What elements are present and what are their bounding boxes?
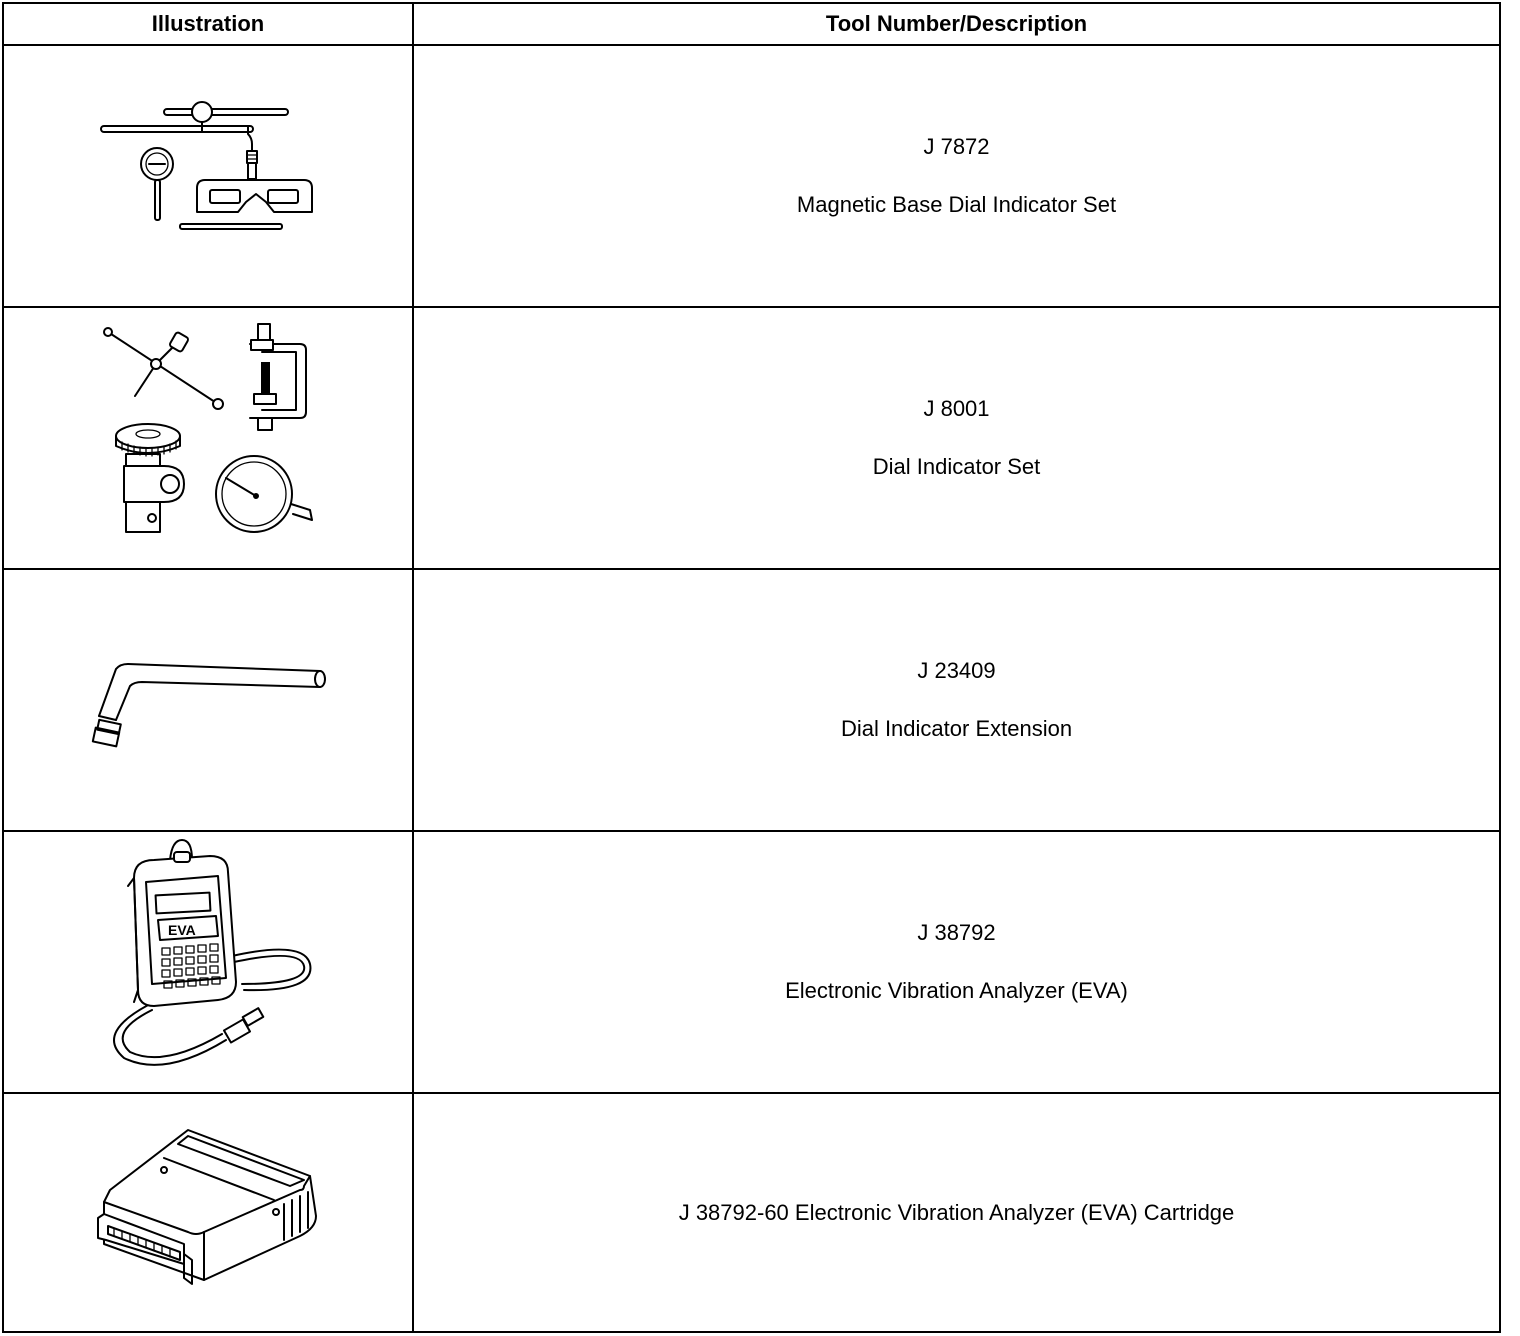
tool-number: J 38792-60 Electronic Vibration Analyzer…	[678, 1199, 1235, 1225]
table-row: J 8001 Dial Indicator Set	[4, 308, 1499, 570]
tool-description: Dial Indicator Extension	[840, 716, 1073, 741]
magnetic-base-dial-indicator-set-icon	[100, 101, 313, 230]
table-header: Illustration Tool Number/Description	[4, 4, 1499, 46]
header-tool-number-description: Tool Number/Description	[825, 11, 1088, 36]
description-cell: J 38792-60 Electronic Vibration Analyzer…	[414, 1094, 1499, 1331]
column-divider	[412, 4, 414, 1331]
description-cell: J 7872 Magnetic Base Dial Indicator Set	[414, 46, 1499, 306]
description-cell: J 8001 Dial Indicator Set	[414, 308, 1499, 568]
illustration-cell	[4, 46, 412, 306]
illustration-cell	[4, 570, 412, 830]
table-row: J 38792-60 Electronic Vibration Analyzer…	[4, 1094, 1499, 1331]
tool-description: Dial Indicator Set	[872, 454, 1041, 479]
eva-cartridge-icon	[97, 1129, 317, 1285]
illustration-cell: EVA	[4, 832, 412, 1092]
tool-number: J 38792	[917, 920, 996, 945]
header-illustration: Illustration	[151, 11, 265, 36]
dial-indicator-extension-icon	[91, 663, 326, 748]
tool-number: J 8001	[923, 396, 990, 421]
illustration-cell	[4, 1094, 412, 1331]
table-row: J 7872 Magnetic Base Dial Indicator Set	[4, 46, 1499, 308]
tool-description: Electronic Vibration Analyzer (EVA)	[785, 978, 1128, 1003]
table-row: J 23409 Dial Indicator Extension	[4, 570, 1499, 832]
tool-number: J 23409	[917, 658, 996, 683]
description-cell: J 38792 Electronic Vibration Analyzer (E…	[414, 832, 1499, 1092]
illustration-cell	[4, 308, 412, 568]
table-row: EVA J 38792 Electronic Vibration Analyze…	[4, 832, 1499, 1094]
tool-number: J 7872	[923, 134, 990, 159]
eva-logo: EVA	[168, 922, 196, 938]
dial-indicator-set-icon	[103, 323, 313, 533]
description-cell: J 23409 Dial Indicator Extension	[414, 570, 1499, 830]
electronic-vibration-analyzer-icon: EVA	[113, 839, 312, 1066]
tool-description: Magnetic Base Dial Indicator Set	[796, 192, 1117, 217]
